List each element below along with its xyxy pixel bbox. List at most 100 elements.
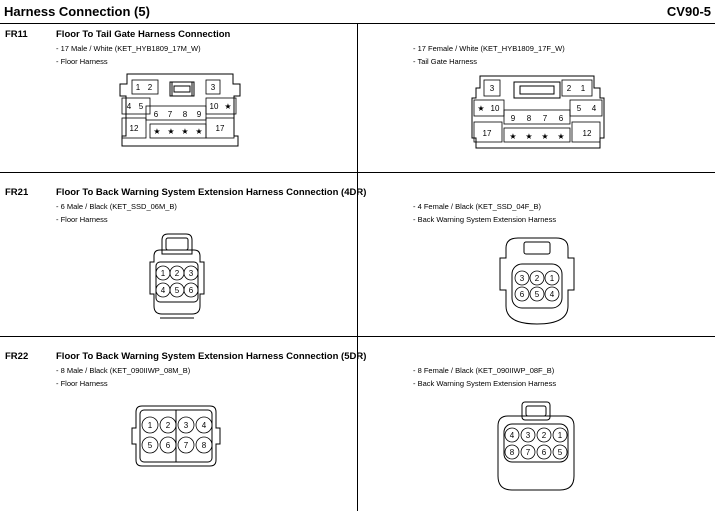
harness-name: - Back Warning System Extension Harness bbox=[413, 215, 557, 224]
page-header: Harness Connection (5) CV90-5 bbox=[0, 0, 715, 24]
pin-label: 1 bbox=[558, 431, 563, 440]
pin-label: 3 bbox=[520, 274, 525, 283]
pin-label: 1 bbox=[550, 274, 555, 283]
pin-label: ★ bbox=[509, 132, 516, 141]
pin-label: ★ bbox=[541, 132, 548, 141]
fr22-male-pin-labels: 1 2 3 4 5 6 7 8 bbox=[148, 421, 207, 450]
fr22-female-pin-labels: 4 3 2 1 8 7 6 5 bbox=[510, 431, 563, 457]
pin-label: ★ bbox=[167, 127, 174, 136]
connector-spec: - 8 Male / Black (KET_090IIWP_08M_B) bbox=[56, 366, 191, 375]
pin-label: 6 bbox=[520, 290, 525, 299]
pin-label: 4 bbox=[592, 104, 597, 113]
pin-label: 12 bbox=[130, 124, 139, 133]
left-connector-desc: - 8 Male / Black (KET_090IIWP_08M_B) - F… bbox=[56, 364, 190, 390]
pin-label: 3 bbox=[189, 269, 194, 278]
pin-label: 2 bbox=[175, 269, 180, 278]
pin-label: ★ bbox=[195, 127, 202, 136]
fr22-male-connector-diagram: 1 2 3 4 5 6 7 8 bbox=[131, 405, 221, 467]
pin-label: 2 bbox=[166, 421, 171, 430]
pin-label: ★ bbox=[477, 104, 484, 113]
section-title: Floor To Back Warning System Extension H… bbox=[56, 351, 367, 362]
fr21-female-connector-diagram: 3 2 1 6 5 4 bbox=[499, 237, 575, 325]
pin-label: 5 bbox=[535, 290, 540, 299]
section-divider bbox=[0, 172, 715, 173]
column-divider bbox=[357, 24, 358, 511]
pin-label: 5 bbox=[139, 102, 144, 111]
pin-label: 4 bbox=[127, 102, 132, 111]
pin-label: 4 bbox=[161, 286, 166, 295]
fr22-female-connector-diagram: 4 3 2 1 8 7 6 5 bbox=[497, 401, 575, 491]
connector-spec: - 4 Female / Black (KET_SSD_04F_B) bbox=[413, 202, 541, 211]
page-code: CV90-5 bbox=[666, 4, 711, 19]
pin-label: ★ bbox=[181, 127, 188, 136]
pin-label: 7 bbox=[543, 114, 548, 123]
pin-label: 12 bbox=[583, 129, 592, 138]
pin-label: 1 bbox=[581, 84, 586, 93]
connector-spec: - 17 Male / White (KET_HYB1809_17M_W) bbox=[56, 44, 201, 53]
fr11-female-pin-labels: 3 2 1 ★ 10 5 4 9 8 7 6 17 12 ★ ★ ★ ★ bbox=[477, 84, 596, 141]
section-id: FR22 bbox=[5, 351, 29, 362]
right-connector-desc: - 17 Female / White (KET_HYB1809_17F_W) … bbox=[413, 42, 565, 68]
pin-label: 7 bbox=[526, 448, 531, 457]
section-title: Floor To Tail Gate Harness Connection bbox=[56, 29, 231, 40]
section-title: Floor To Back Warning System Extension H… bbox=[56, 187, 367, 198]
section-fr11: FR11 Floor To Tail Gate Harness Connecti… bbox=[0, 26, 715, 172]
pin-label: 5 bbox=[175, 286, 180, 295]
pin-label: 1 bbox=[161, 269, 166, 278]
pin-label: 17 bbox=[483, 129, 492, 138]
fr21-male-pin-labels: 1 2 3 4 5 6 bbox=[161, 269, 194, 295]
section-id: FR11 bbox=[5, 29, 28, 40]
fr11-male-pin-labels: 1 2 3 4 5 10 ★ 6 7 8 9 12 17 ★ ★ ★ ★ bbox=[127, 83, 232, 136]
pin-label: 10 bbox=[491, 104, 500, 113]
pin-label: 2 bbox=[148, 83, 153, 92]
pin-label: 3 bbox=[211, 83, 216, 92]
pin-label: 4 bbox=[202, 421, 207, 430]
pin-label: 9 bbox=[511, 114, 516, 123]
section-fr21: FR21 Floor To Back Warning System Extens… bbox=[0, 184, 715, 336]
pin-label: 17 bbox=[216, 124, 225, 133]
right-connector-desc: - 4 Female / Black (KET_SSD_04F_B) - Bac… bbox=[413, 200, 556, 226]
page-title: Harness Connection (5) bbox=[4, 4, 150, 19]
pin-label: 1 bbox=[148, 421, 153, 430]
harness-name: - Back Warning System Extension Harness bbox=[413, 379, 557, 388]
pin-label: 3 bbox=[490, 84, 495, 93]
pin-label: 7 bbox=[184, 441, 189, 450]
section-id: FR21 bbox=[5, 187, 29, 198]
connector-spec: - 6 Male / Black (KET_SSD_06M_B) bbox=[56, 202, 177, 211]
pin-label: 7 bbox=[168, 110, 173, 119]
fr11-female-connector-diagram: 3 2 1 ★ 10 5 4 9 8 7 6 17 12 ★ ★ ★ ★ bbox=[471, 75, 605, 149]
pin-label: 6 bbox=[189, 286, 194, 295]
pin-label: 4 bbox=[550, 290, 555, 299]
pin-label: 10 bbox=[210, 102, 219, 111]
pin-label: 8 bbox=[527, 114, 532, 123]
pin-label: 5 bbox=[148, 441, 153, 450]
pin-label: 6 bbox=[559, 114, 564, 123]
pin-label: ★ bbox=[525, 132, 532, 141]
pin-label: 5 bbox=[558, 448, 563, 457]
harness-name: - Floor Harness bbox=[56, 215, 108, 224]
pin-label: 2 bbox=[542, 431, 547, 440]
connector-spec: - 17 Female / White (KET_HYB1809_17F_W) bbox=[413, 44, 565, 53]
right-connector-desc: - 8 Female / Black (KET_090IIWP_08F_B) -… bbox=[413, 364, 556, 390]
pin-label: 4 bbox=[510, 431, 515, 440]
left-connector-desc: - 6 Male / Black (KET_SSD_06M_B) - Floor… bbox=[56, 200, 177, 226]
pin-label: 5 bbox=[577, 104, 582, 113]
pin-label: 3 bbox=[526, 431, 531, 440]
fr21-female-pin-labels: 3 2 1 6 5 4 bbox=[520, 274, 555, 299]
pin-label: 8 bbox=[183, 110, 188, 119]
harness-name: - Floor Harness bbox=[56, 379, 108, 388]
harness-name: - Tail Gate Harness bbox=[413, 57, 478, 66]
fr11-male-connector-diagram: 1 2 3 4 5 10 ★ 6 7 8 9 12 17 ★ ★ ★ ★ bbox=[119, 73, 241, 147]
pin-label: 9 bbox=[197, 110, 202, 119]
pin-label: ★ bbox=[153, 127, 160, 136]
pin-label: 3 bbox=[184, 421, 189, 430]
pin-label: 6 bbox=[166, 441, 171, 450]
pin-label: 2 bbox=[535, 274, 540, 283]
left-connector-desc: - 17 Male / White (KET_HYB1809_17M_W) - … bbox=[56, 42, 201, 68]
pin-label: ★ bbox=[557, 132, 564, 141]
connector-spec: - 8 Female / Black (KET_090IIWP_08F_B) bbox=[413, 366, 555, 375]
pin-label: 8 bbox=[202, 441, 207, 450]
pin-label: 6 bbox=[154, 110, 159, 119]
harness-name: - Floor Harness bbox=[56, 57, 108, 66]
fr21-male-connector-diagram: 1 2 3 4 5 6 bbox=[149, 233, 205, 319]
